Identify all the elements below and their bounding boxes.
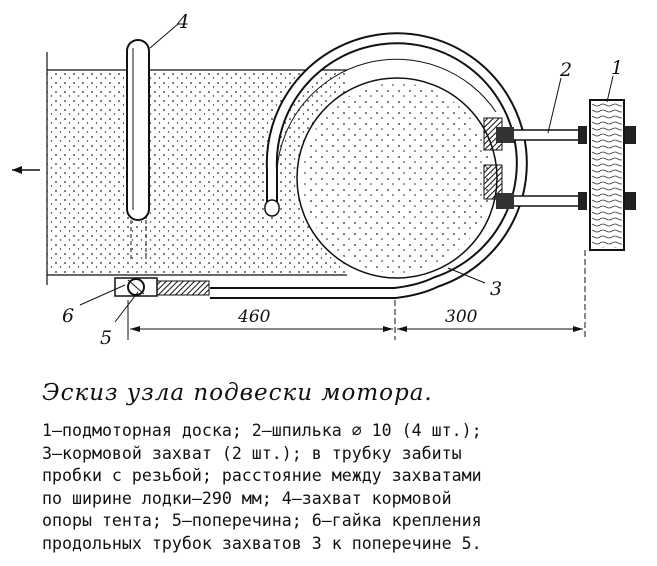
label-2: 2 — [559, 59, 572, 81]
direction-arrow — [12, 166, 40, 174]
dimension-300: 300 — [445, 307, 478, 327]
stern-clamp — [210, 32, 528, 299]
label-3: 3 — [490, 278, 502, 300]
legend-line: пробки с резьбой; расстояние между захва… — [42, 466, 482, 485]
transom-round — [296, 77, 498, 279]
caption-legend: 1—подмоторная доска; 2—шпилька ∅ 10 (4 ш… — [42, 420, 642, 555]
label-1: 1 — [611, 57, 623, 79]
label-4: 4 — [176, 11, 189, 33]
studs — [496, 126, 636, 210]
legend-line: опоры тента; 5—поперечина; 6—гайка крепл… — [42, 511, 482, 530]
legend-line: 3—кормовой захват (2 шт.); в трубку заби… — [42, 443, 462, 463]
dimension-lines — [127, 250, 586, 340]
legend-line: по ширине лодки—290 мм; 4—захват кормово… — [42, 488, 452, 508]
tent-support-clamp — [126, 39, 150, 262]
caption-title: Эскиз узла подвески мотора. — [42, 380, 433, 406]
leader-lines — [79, 23, 614, 323]
label-5: 5 — [100, 327, 112, 349]
crossbar — [114, 277, 210, 297]
dimension-460: 460 — [237, 307, 271, 327]
label-6: 6 — [62, 305, 74, 327]
motor-board — [589, 99, 625, 251]
suspension-diagram: 4 2 1 3 6 5 460 300 — [12, 11, 636, 349]
legend-line: продольных трубок захватов 3 к поперечин… — [42, 533, 482, 553]
legend-line: 1—подмоторная доска; 2—шпилька ∅ 10 (4 ш… — [42, 421, 482, 440]
